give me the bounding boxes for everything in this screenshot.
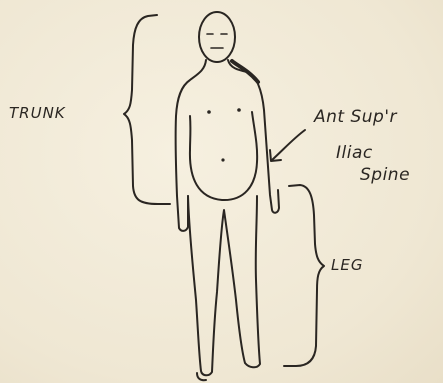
landmark-label-line2: Iliac [336,143,373,163]
figure-navel [221,158,224,161]
leg-label: LEG [331,256,363,274]
figure-legs [188,196,260,375]
figure-right-nipple [237,108,241,112]
iliac-spine-arrow [272,130,305,160]
leg-bracket [284,185,324,366]
trunk-bracket [124,15,170,204]
figure-body-outline [176,60,279,231]
figure-shoulder-shade [232,61,258,82]
figure-belly [190,112,257,200]
trunk-label: TRUNK [9,104,66,122]
landmark-label-line3: Spine [360,165,410,185]
figure-head [199,12,235,62]
landmark-label-line1: Ant Sup'r [314,107,397,127]
figure-left-nipple [207,110,211,114]
